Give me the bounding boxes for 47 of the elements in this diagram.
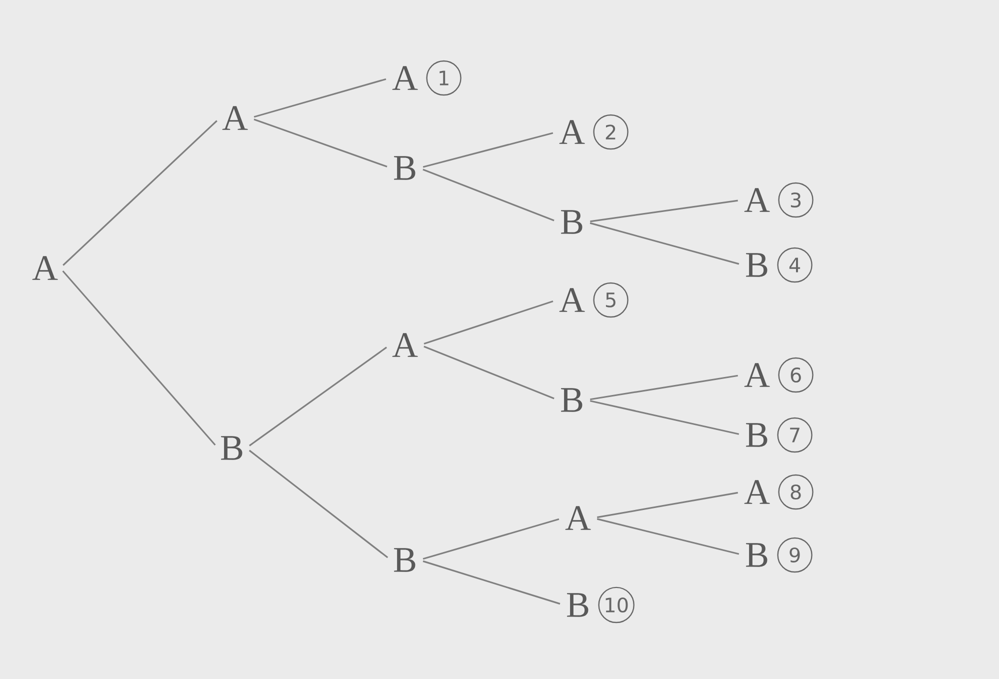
branch-line	[422, 168, 554, 222]
circled-number: 1	[426, 60, 462, 96]
circled-number: 4	[777, 247, 812, 283]
letter-label: B	[221, 436, 242, 460]
branch-line	[424, 346, 554, 400]
branch-line	[422, 560, 560, 605]
branch-line	[590, 374, 738, 400]
letter-label: A	[565, 506, 591, 530]
branch-line	[254, 118, 388, 168]
branch-line	[249, 346, 388, 446]
branch-line	[254, 78, 386, 118]
branch-line	[590, 400, 740, 435]
circled-number: 2	[593, 114, 628, 150]
letter-label: B	[394, 156, 416, 180]
circled-number: 3	[778, 182, 814, 218]
circled-number: 8	[778, 474, 814, 510]
branch-line	[62, 120, 218, 266]
letter-label: A	[392, 333, 418, 357]
circled-number: 10	[598, 586, 634, 624]
letter-label: B	[746, 253, 768, 277]
letter-label: B	[567, 593, 588, 617]
letter-label: B	[746, 423, 768, 447]
circled-number: 7	[777, 417, 812, 453]
branch-line	[590, 222, 740, 265]
letter-label: A	[392, 66, 418, 90]
letter-label: A	[222, 106, 248, 130]
letter-label: B	[561, 388, 582, 412]
branch-line	[62, 270, 216, 446]
letter-label: B	[746, 543, 768, 567]
letter-label: A	[32, 256, 58, 280]
letter-label: A	[744, 480, 770, 504]
branch-line	[422, 132, 554, 168]
branch-line	[597, 492, 738, 518]
branch-line	[596, 518, 740, 555]
circled-number: 5	[593, 282, 628, 318]
letter-label: B	[394, 548, 416, 572]
circled-number: 9	[777, 537, 812, 573]
letter-label: A	[744, 363, 770, 387]
branch-line	[424, 300, 554, 344]
letter-label: A	[744, 188, 770, 212]
letter-label: B	[561, 210, 582, 234]
letter-label: A	[559, 288, 585, 312]
branch-line	[248, 450, 388, 558]
circled-number: 6	[778, 357, 814, 393]
branch-line	[590, 200, 738, 222]
branch-line	[422, 518, 560, 560]
letter-label: A	[559, 120, 585, 144]
